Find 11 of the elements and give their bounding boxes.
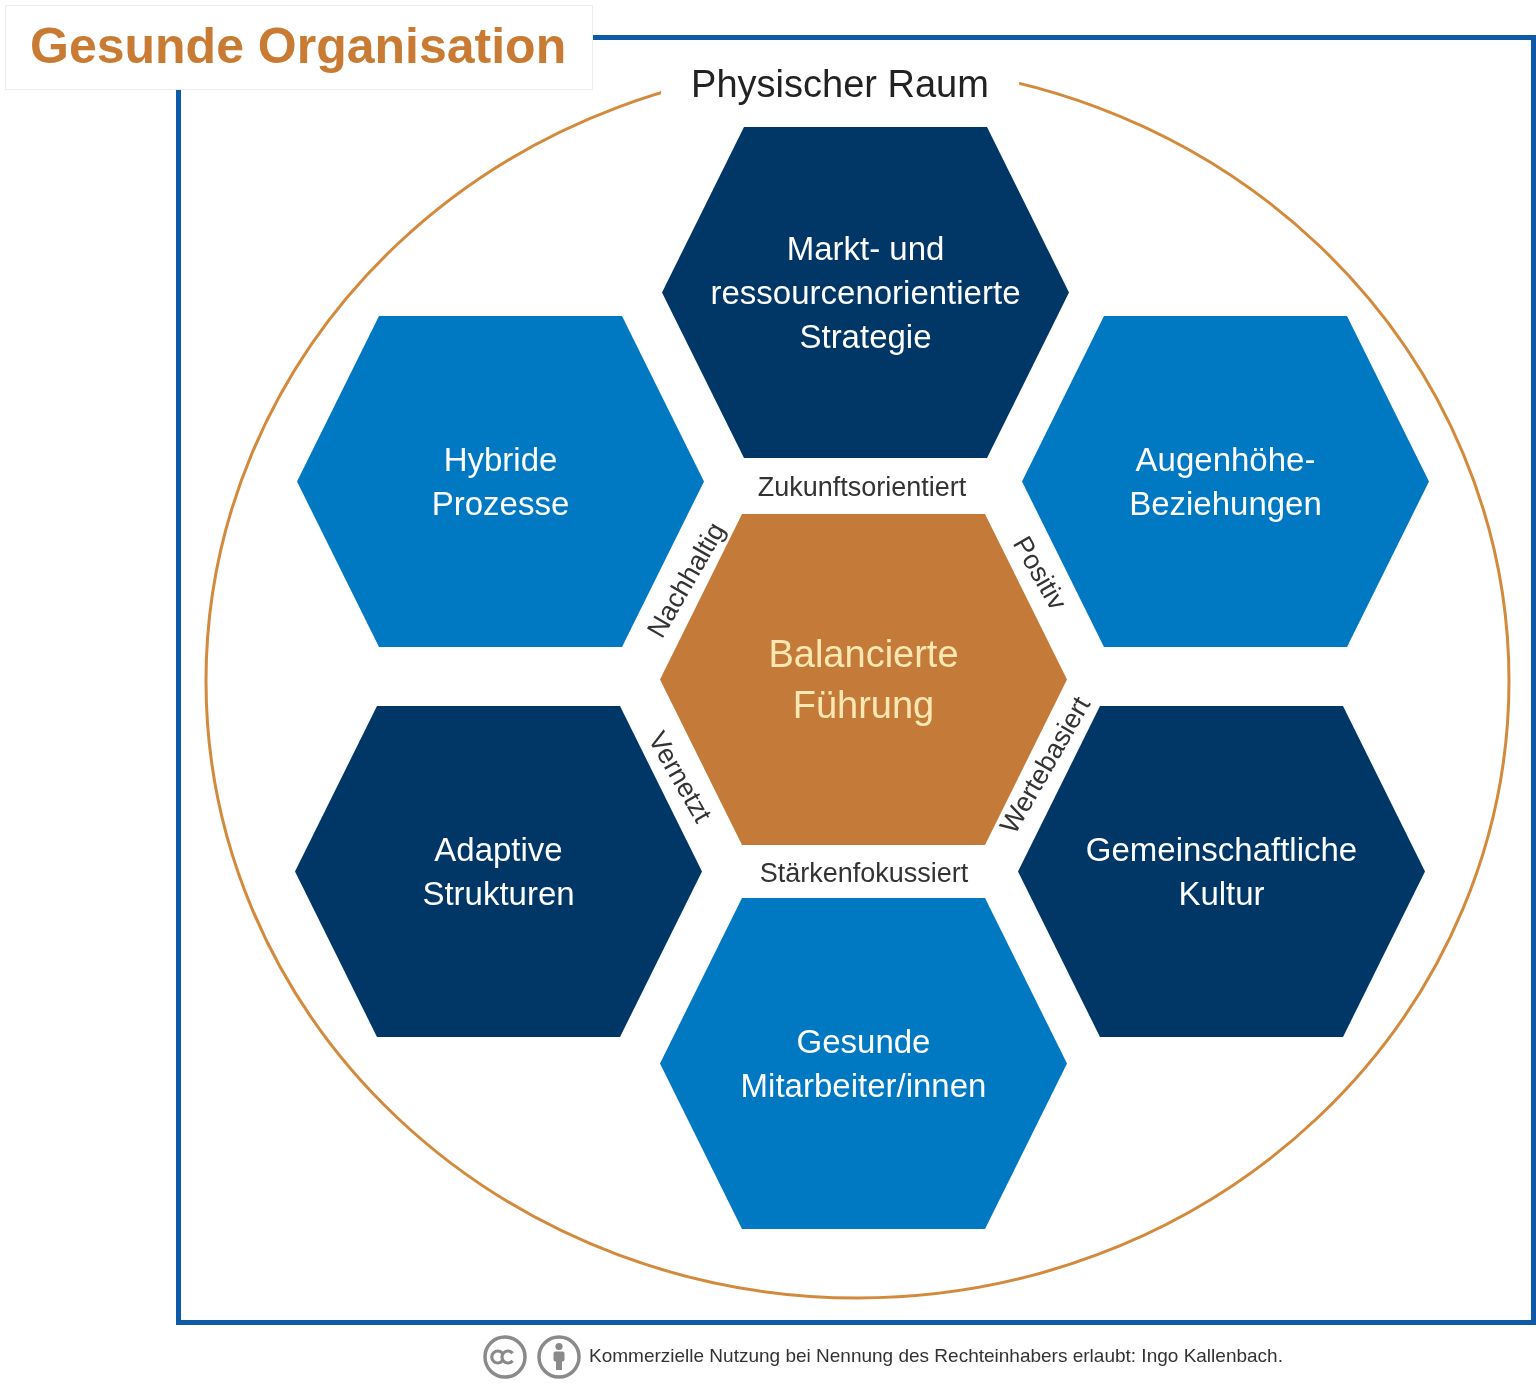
node-label: Augenhöhe- Beziehungen	[1128, 439, 1323, 524]
frame-label: Gesunde Organisation	[5, 5, 593, 90]
node-label: Gemeinschaftliche Kultur	[1085, 830, 1359, 914]
node-label: Adaptive Strukturen	[421, 829, 576, 914]
node-label: Gesunde Mitarbeiter/innen	[739, 1021, 988, 1106]
side-label: Stärkenfokussiert	[759, 857, 969, 889]
node-label: Hybride Prozesse	[430, 439, 571, 524]
credit-note: Kommerzielle Nutzung bei Nennung des Rechteinhabers erlaubt: Ingo Kallenbach.	[589, 1344, 1283, 1368]
node-label: Balancierte Führung	[767, 631, 960, 728]
node-label: Markt- und ressourcenorientierte Strategie	[709, 228, 1022, 357]
side-label: Zukunftsorientiert	[757, 471, 967, 503]
